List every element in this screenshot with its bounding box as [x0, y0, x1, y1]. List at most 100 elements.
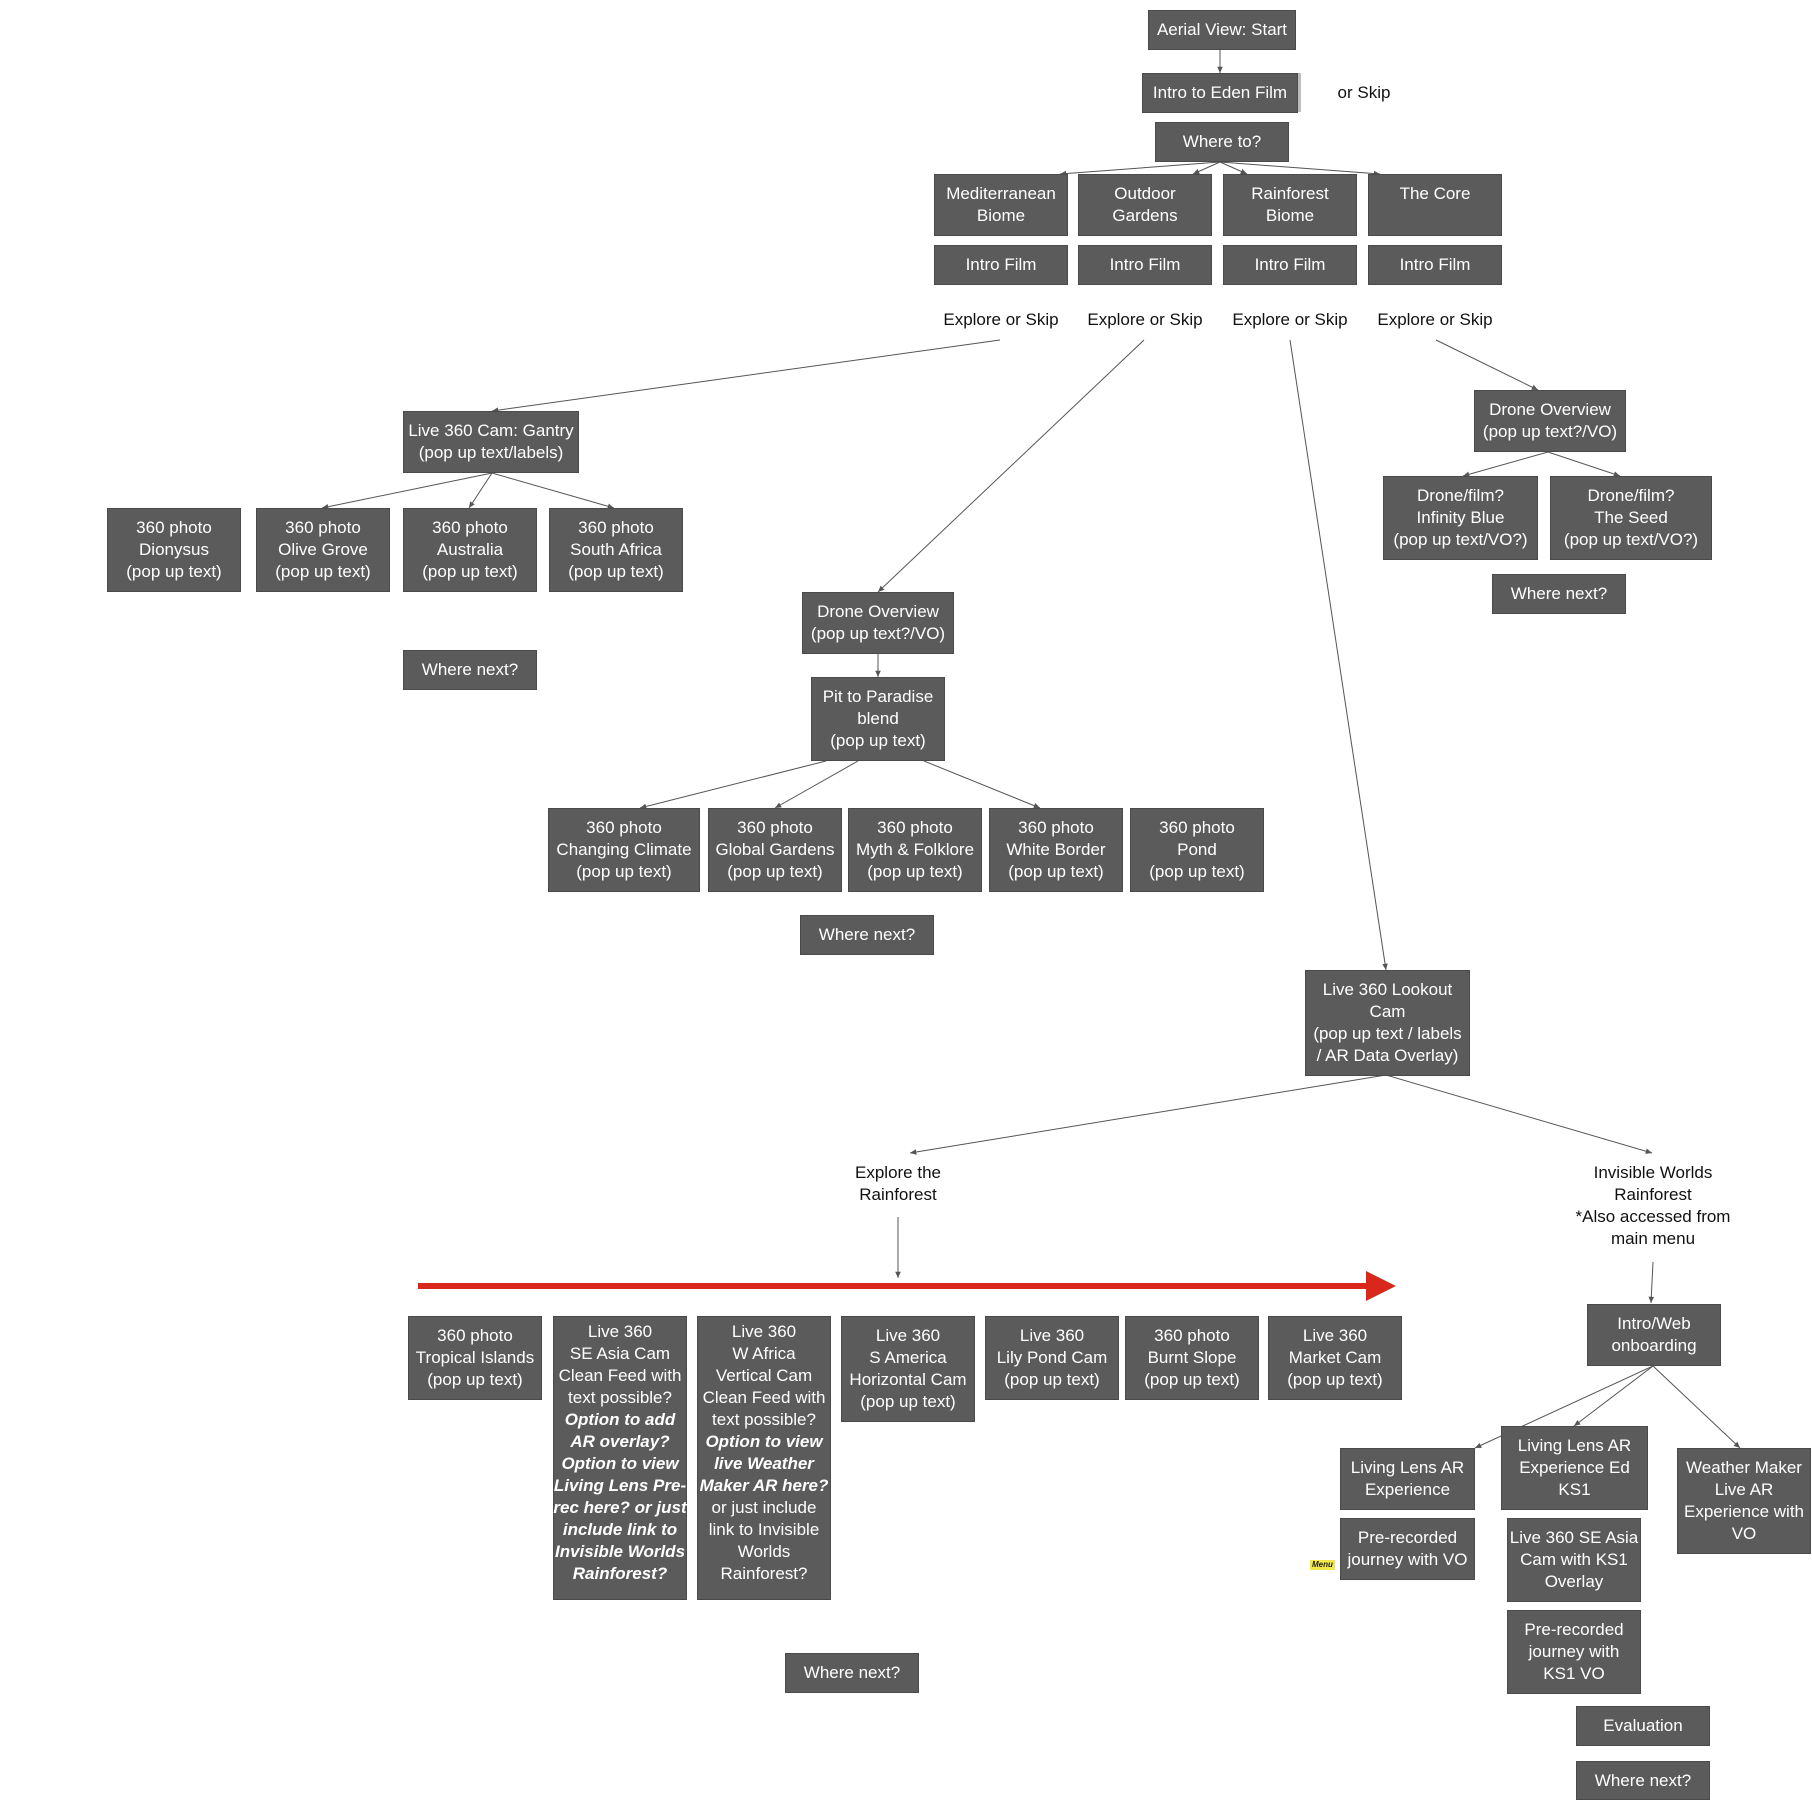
node-text-line: Drone Overview — [1489, 400, 1611, 419]
node-text-line: Tropical Islands — [415, 1348, 535, 1367]
node-intro-film-outdoor[interactable]: Intro Film — [1078, 245, 1212, 285]
node-drone-infinity-blue[interactable]: Drone/film?Infinity Blue(pop up text/VO?… — [1383, 476, 1538, 560]
node-italic-line: Living Lens Pre- — [553, 1476, 687, 1495]
node-text-line: (pop up text) — [1149, 862, 1245, 881]
node-text-line: SE Asia Cam — [569, 1344, 671, 1363]
node-where-next-gardens[interactable]: Where next? — [800, 915, 934, 955]
node-text-line: (pop up text) — [1008, 862, 1104, 881]
node-text-line: Explore or Skip — [1232, 310, 1348, 329]
node-text-line: *Also accessed from — [1575, 1207, 1731, 1226]
menu-tag[interactable]: Menu — [1310, 1560, 1335, 1570]
edge-pit-climate — [639, 760, 827, 810]
node-text-line: Where next? — [818, 925, 916, 944]
node-intro-film-rainforest[interactable]: Intro Film — [1223, 245, 1357, 285]
node-where-next-mediterranean[interactable]: Where next? — [403, 650, 537, 690]
node-drone-overview-gardens[interactable]: Drone Overview(pop up text?/VO) — [802, 592, 954, 654]
node-text-line: Cam with KS1 — [1520, 1550, 1628, 1569]
node-text-line: Infinity Blue — [1416, 508, 1505, 527]
node-text-line: Pond — [1177, 840, 1217, 859]
node-text-line: (pop up text) — [576, 862, 672, 881]
node-text-line: Living Lens AR — [1350, 1458, 1465, 1477]
edge-dronecore-infinity — [1462, 451, 1549, 477]
node-intro-eden-film[interactable]: Intro to Eden Film — [1142, 73, 1298, 113]
node-text-line: (pop up text) — [1004, 1370, 1100, 1389]
node-text-line: VO — [1731, 1524, 1757, 1543]
node-text-line: Global Gardens — [715, 840, 835, 859]
node-aerial-view-start[interactable]: Aerial View: Start — [1148, 10, 1296, 50]
node-text-line: The Seed — [1594, 508, 1668, 527]
node-text-line: Intro Film — [1399, 255, 1471, 274]
node-text-line: (pop up text) — [126, 562, 222, 581]
node-text-line: Live AR — [1714, 1480, 1774, 1499]
edge-whereto-med — [1059, 161, 1221, 177]
node-text-line: Australia — [436, 540, 504, 559]
node-text-line: Biome — [1265, 206, 1315, 225]
node-drone-the-seed[interactable]: Drone/film? The Seed (pop up text/VO?) — [1550, 476, 1712, 560]
node-text-line: Outdoor — [1114, 184, 1176, 203]
node-text-line: Invisible Worlds — [1593, 1163, 1713, 1182]
node-text-line: Pre-recorded — [1524, 1620, 1624, 1639]
node-text-line: (pop up text/VO?) — [1563, 530, 1699, 549]
node-text-line: 360 photo — [285, 518, 361, 537]
node-text-line: Drone/film? — [1587, 486, 1675, 505]
edge-whereto-outdoor — [1192, 161, 1221, 175]
node-the-core[interactable]: The Core — [1368, 174, 1502, 236]
node-text-line: Overlay — [1544, 1572, 1604, 1591]
node-text-line: (pop up text) — [422, 562, 518, 581]
node-text-line: or just include — [711, 1498, 817, 1517]
node-text-line: Intro Film — [965, 255, 1037, 274]
node-intro-film-core[interactable]: Intro Film — [1368, 245, 1502, 285]
node-text-line: Explore or Skip — [943, 310, 1059, 329]
node-italic-line: AR overlay? — [570, 1432, 670, 1451]
node-live-360-gantry[interactable]: Live 360 Cam: Gantry(pop up text/labels) — [403, 411, 579, 473]
node-intro-film-med[interactable]: Intro Film — [934, 245, 1068, 285]
node-where-next-invisible[interactable]: Where next? — [1576, 1761, 1710, 1800]
edge-skip4-dronecore — [1435, 339, 1539, 391]
label-or-skip: or Skip — [1322, 80, 1406, 106]
node-text-line: text possible? — [568, 1388, 672, 1407]
node-text-line: Vertical Cam — [715, 1366, 813, 1385]
node-where-to[interactable]: Where to? — [1155, 122, 1289, 162]
label-explore-skip-rainforest: Explore or Skip — [1223, 307, 1357, 333]
node-where-next-core[interactable]: Where next? — [1492, 574, 1626, 614]
edge-gantry-olive — [321, 472, 493, 510]
node-evaluation[interactable]: Evaluation — [1576, 1706, 1710, 1746]
node-text-line: 360 photo — [136, 518, 212, 537]
edge-lookout-explore — [909, 1074, 1387, 1155]
node-text-line: Live 360 — [587, 1322, 653, 1341]
node-text-line: Olive Grove — [278, 540, 368, 559]
node-text-line: Pre-recorded — [1357, 1528, 1458, 1547]
node-text-line: 360 photo — [586, 818, 662, 837]
node-where-next-rainforest[interactable]: Where next? — [785, 1653, 919, 1693]
node-drone-overview-core[interactable]: Drone Overview(pop up text?/VO) — [1474, 390, 1626, 452]
